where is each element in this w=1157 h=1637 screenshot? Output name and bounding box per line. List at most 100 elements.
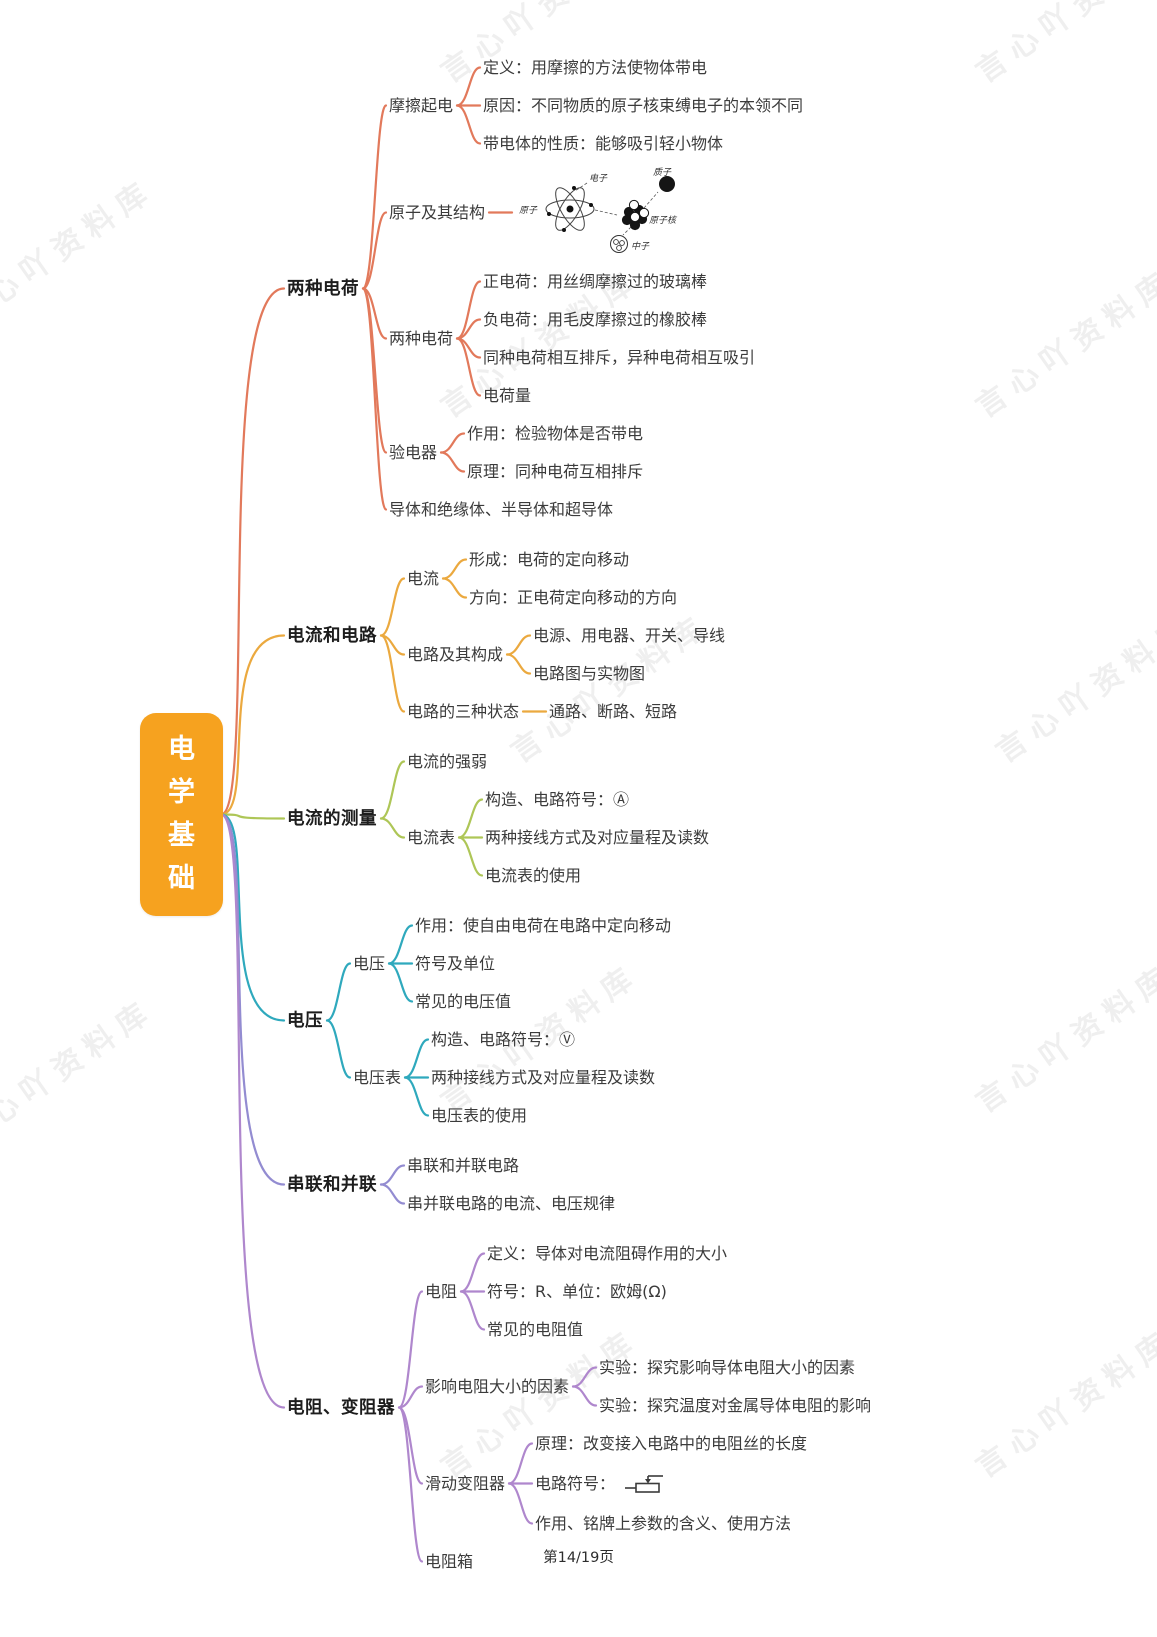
mindmap-node: 带电体的性质：能够吸引轻小物体 — [483, 127, 803, 161]
node-label: 影响电阻大小的因素 — [425, 1370, 569, 1404]
node-children: 串联和并联电路串并联电路的电流、电压规律 — [407, 1149, 615, 1221]
mindmap-node: 常见的电压值 — [415, 985, 671, 1019]
node-label: 串并联电路的电流、电压规律 — [407, 1187, 615, 1221]
node-children: 通路、断路、短路 — [549, 695, 677, 729]
mindmap-node: 实验：探究影响导体电阻大小的因素 — [599, 1351, 871, 1385]
mindmap-node: 电流和电路 电流 形成：电荷的定向移动方向：正电荷定向移动的方向电路及其构成 电源、用… — [287, 543, 871, 729]
node-label: 电路及其构成 — [407, 638, 503, 672]
mindmap-node: 影响电阻大小的因素 实验：探究影响导体电阻大小的因素实验：探究温度对金属导体电阻的… — [425, 1351, 871, 1423]
node-children: 电压作用：使自由电荷在电路中定向移动符号及单位常见的电压值电压表构造、电路符号：… — [353, 909, 671, 1133]
mindmap-node: 定义：导体对电流阻碍作用的大小 — [487, 1237, 727, 1271]
mindmap-node: 原因：不同物质的原子核束缚电子的本领不同 — [483, 89, 803, 123]
node-label: 方向：正电荷定向移动的方向 — [469, 581, 677, 615]
node-text: 实验：探究温度对金属导体电阻的影响 — [599, 1395, 872, 1415]
mindmap-node: 作用、铭牌上参数的含义、使用方法 — [535, 1507, 807, 1541]
node-text: 两种接线方式及对应量程及读数 — [485, 827, 710, 847]
node-label: 同种电荷相互排斥，异种电荷相互吸引 — [483, 341, 755, 375]
mindmap-node: 定义：用摩擦的方法使物体带电 — [483, 51, 803, 85]
node-text: 作用：使自由电荷在电路中定向移动 — [415, 915, 672, 935]
node-text: 电压表 — [353, 1067, 402, 1087]
mindmap-node: 两种接线方式及对应量程及读数 — [485, 821, 709, 855]
mindmap-node: 电路及其构成 电源、用电器、开关、导线电路图与实物图 — [407, 619, 725, 691]
node-label: 两种接线方式及对应量程及读数 — [431, 1061, 655, 1095]
node-children: 构造、电路符号：Ⓥ 两种接线方式及对应量程及读数电压表的使用 — [431, 1023, 655, 1133]
node-label: 电阻 — [425, 1275, 457, 1309]
mindmap-node: 原理：同种电荷互相排斥 — [467, 455, 643, 489]
node-text: 电流的测量 — [287, 808, 377, 829]
node-text: 作用、铭牌上参数的含义、使用方法 — [535, 1513, 792, 1533]
node-text: 原子及其结构 — [389, 202, 486, 222]
node-text: 两种电荷 — [287, 278, 359, 299]
node-text: 电压表的使用 — [431, 1105, 528, 1125]
node-text: 电源、用电器、开关、导线 — [533, 625, 726, 645]
node-text: 原理：同种电荷互相排斥 — [467, 461, 644, 481]
node-label: 电路图与实物图 — [533, 657, 645, 691]
node-label: 定义：导体对电流阻碍作用的大小 — [487, 1237, 727, 1271]
node-text: 正电荷：用丝绸摩擦过的玻璃棒 — [483, 271, 708, 291]
node-label: 电压表的使用 — [431, 1099, 527, 1133]
mindmap-node: 作用：使自由电荷在电路中定向移动 — [415, 909, 671, 943]
node-children: 作用：检验物体是否带电原理：同种电荷互相排斥 — [467, 417, 643, 489]
mindmap-node: 符号：R、单位：欧姆(Ω) — [487, 1275, 727, 1309]
node-text: 电荷量 — [483, 385, 532, 405]
page-number: 第14/19页 — [543, 1550, 614, 1566]
node-children: 原子电子质子原子核中子 — [515, 165, 687, 261]
mindmap-node: 电压表 构造、电路符号：Ⓥ 两种接线方式及对应量程及读数电压表的使用 — [353, 1023, 671, 1133]
mindmap-node: 电路的三种状态通路、断路、短路 — [407, 695, 725, 729]
mindmap-node: 构造、电路符号：Ⓥ — [431, 1023, 655, 1057]
node-text: 定义：导体对电流阻碍作用的大小 — [487, 1243, 728, 1263]
node-label: 摩擦起电 — [389, 89, 453, 123]
node-children: 定义：导体对电流阻碍作用的大小符号：R、单位：欧姆(Ω) 常见的电阻值 — [487, 1237, 727, 1347]
root-char: 电 — [168, 734, 195, 765]
mindmap-node: 符号及单位 — [415, 947, 671, 981]
node-text: 符号及单位 — [415, 953, 496, 973]
node-text: 滑动变阻器 — [425, 1473, 506, 1493]
mindmap-node: 方向：正电荷定向移动的方向 — [469, 581, 677, 615]
node-children: 摩擦起电定义：用摩擦的方法使物体带电原因：不同物质的原子核束缚电子的本领不同带电… — [389, 51, 803, 527]
node-label: 原理：改变接入电路中的电阻丝的长度 — [535, 1427, 807, 1461]
node-text: 两种接线方式及对应量程及读数 — [431, 1067, 656, 1087]
node-label: 原因：不同物质的原子核束缚电子的本领不同 — [483, 89, 803, 123]
node-label: 通路、断路、短路 — [549, 695, 677, 729]
node-label: 电阻箱 — [425, 1545, 473, 1579]
node-text: 常见的电阻值 — [487, 1319, 584, 1339]
node-label: 两种电荷 — [389, 322, 453, 356]
root-char: 学 — [168, 777, 195, 808]
atom-label-proton: 质子 — [653, 167, 672, 178]
node-text: 符号：R、单位：欧姆(Ω) — [487, 1281, 667, 1301]
mindmap-node: 电流表的使用 — [485, 859, 709, 893]
node-text: 电阻箱 — [425, 1551, 474, 1571]
node-label: 实验：探究影响导体电阻大小的因素 — [599, 1351, 855, 1385]
mindmap-node: 导体和绝缘体、半导体和超导体 — [389, 493, 803, 527]
node-text: 影响电阻大小的因素 — [425, 1376, 570, 1396]
node-label: 导体和绝缘体、半导体和超导体 — [389, 493, 613, 527]
node-text: 电流 — [407, 568, 440, 588]
node-label: 电流的强弱 — [407, 745, 487, 779]
node-children: 实验：探究影响导体电阻大小的因素实验：探究温度对金属导体电阻的影响 — [599, 1351, 871, 1423]
node-label: 电流 — [407, 562, 439, 596]
node-text: 原理：改变接入电路中的电阻丝的长度 — [535, 1433, 808, 1453]
branch-label: 电压 — [287, 1004, 323, 1038]
node-text: 形成：电荷的定向移动 — [469, 549, 630, 569]
node-text: 电压 — [287, 1010, 323, 1031]
mindmap-node: 形成：电荷的定向移动 — [469, 543, 677, 577]
mindmap-node: 两种电荷 正电荷：用丝绸摩擦过的玻璃棒负电荷：用毛皮摩擦过的橡胶棒同种电荷相互排斥… — [389, 265, 803, 413]
mindmap-node: 负电荷：用毛皮摩擦过的橡胶棒 — [483, 303, 755, 337]
mindmap-node: 验电器作用：检验物体是否带电原理：同种电荷互相排斥 — [389, 417, 803, 489]
node-text: 方向：正电荷定向移动的方向 — [469, 587, 678, 607]
node-label: 电源、用电器、开关、导线 — [533, 619, 725, 653]
mindmap-node: 电阻、变阻器电阻定义：导体对电流阻碍作用的大小符号：R、单位：欧姆(Ω)常见的电… — [287, 1237, 871, 1579]
node-label: 形成：电荷的定向移动 — [469, 543, 629, 577]
mindmap-node: 电流的强弱 — [407, 745, 709, 779]
node-label: 原理：同种电荷互相排斥 — [467, 455, 643, 489]
node-label: 作用、铭牌上参数的含义、使用方法 — [535, 1507, 791, 1541]
mindmap-node: 滑动变阻器原理：改变接入电路中的电阻丝的长度电路符号：作用、铭牌上参数的含义、使… — [425, 1427, 871, 1541]
node-text: 电流和电路 — [287, 625, 377, 646]
mindmap-node: 串并联电路的电流、电压规律 — [407, 1187, 615, 1221]
node-label: 带电体的性质：能够吸引轻小物体 — [483, 127, 723, 161]
node-text: 电流的强弱 — [407, 751, 488, 771]
